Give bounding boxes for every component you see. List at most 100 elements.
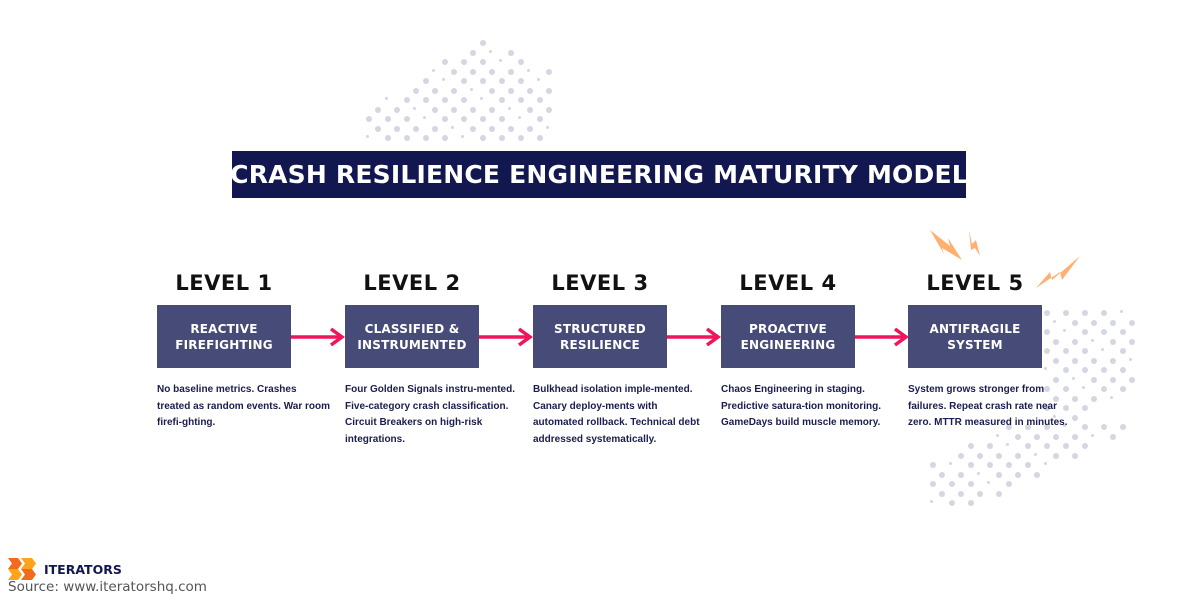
decorative-dot — [518, 59, 524, 65]
decorative-dot — [1063, 443, 1069, 449]
decorative-dot — [1015, 472, 1021, 478]
decorative-dot — [1091, 434, 1094, 437]
decorative-dot — [1072, 320, 1078, 326]
decorative-dot — [1110, 434, 1116, 440]
decorative-dot — [1082, 310, 1088, 316]
decorative-dot — [461, 135, 464, 138]
decorative-dot — [442, 59, 448, 65]
decorative-dot — [987, 481, 990, 484]
decorative-dot — [451, 88, 457, 94]
decorative-dot — [489, 88, 495, 94]
decorative-dot — [1120, 348, 1126, 354]
decorative-dot — [394, 126, 400, 132]
level-1-name: REACTIVE FIREFIGHTING — [175, 321, 273, 353]
decorative-dot — [1082, 443, 1088, 449]
decorative-dot — [1091, 320, 1097, 326]
decorative-dot — [394, 107, 400, 113]
decorative-dot — [470, 107, 476, 113]
lightning-bolt-icon — [966, 230, 982, 256]
decorative-dot — [1110, 320, 1116, 326]
decorative-dot — [1091, 377, 1097, 383]
level-2-heading: LEVEL 2 — [345, 271, 479, 295]
decorative-dot — [1044, 462, 1047, 465]
level-1-heading: LEVEL 1 — [157, 271, 291, 295]
decorative-dot — [442, 135, 448, 141]
decorative-dot — [1072, 358, 1078, 364]
decorative-dot — [461, 78, 467, 84]
decorative-dot — [546, 69, 552, 75]
decorative-dot — [1082, 367, 1088, 373]
decorative-dot — [480, 78, 486, 84]
decorative-dot — [968, 500, 974, 506]
decorative-dot — [432, 88, 438, 94]
decorative-dot — [451, 69, 457, 75]
decorative-dot — [1025, 462, 1031, 468]
decorative-dot — [461, 97, 467, 103]
level-4-box: PROACTIVE ENGINEERING — [721, 305, 855, 368]
decorative-dot — [1072, 434, 1078, 440]
level-3-box: STRUCTURED RESILIENCE — [533, 305, 667, 368]
decorative-dot — [1082, 348, 1088, 354]
decorative-dot — [489, 126, 495, 132]
decorative-dot — [489, 69, 495, 75]
decorative-dot — [518, 116, 521, 119]
decorative-dot — [939, 491, 945, 497]
decorative-dot — [1034, 453, 1037, 456]
level-3-name: STRUCTURED RESILIENCE — [554, 321, 646, 353]
decorative-dot — [366, 135, 369, 138]
brand-name: ITERATORS — [44, 562, 122, 577]
decorative-dot — [1044, 329, 1050, 335]
decorative-dot — [404, 116, 410, 122]
decorative-dot — [499, 116, 505, 122]
decorative-dot — [1129, 339, 1135, 345]
decorative-dot — [1053, 339, 1059, 345]
decorative-dot — [518, 135, 524, 141]
decorative-dot — [968, 443, 974, 449]
decorative-dot — [1101, 329, 1107, 335]
decorative-dot — [546, 88, 552, 94]
decorative-dot — [1006, 481, 1012, 487]
decorative-dot — [537, 97, 543, 103]
decorative-dot — [470, 88, 473, 91]
decorative-dot — [1110, 358, 1116, 364]
decorative-dot — [489, 107, 495, 113]
level-1-box: REACTIVE FIREFIGHTING — [157, 305, 291, 368]
decorative-dot — [1006, 443, 1009, 446]
decorative-dot — [470, 50, 476, 56]
decorative-dot — [413, 126, 419, 132]
decorative-dot — [1110, 377, 1116, 383]
decorative-dot — [1053, 358, 1059, 364]
decorative-dot — [1006, 462, 1012, 468]
decorative-dot — [546, 126, 549, 129]
lightning-bolt-icon — [928, 226, 964, 262]
decorative-dot — [518, 78, 524, 84]
decorative-dot — [1120, 424, 1126, 430]
decorative-dot — [1101, 386, 1107, 392]
decorative-dot — [1034, 434, 1040, 440]
level-3-description: Bulkhead isolation imple-mented. Canary … — [533, 382, 708, 448]
decorative-dot — [1072, 453, 1078, 459]
decorative-dot — [949, 481, 955, 487]
decorative-dot — [527, 69, 530, 72]
decorative-dot — [1015, 434, 1021, 440]
decorative-dot — [958, 453, 964, 459]
arrow-right-icon — [855, 327, 909, 347]
decorative-dot — [1101, 348, 1104, 351]
decorative-dot — [404, 97, 410, 103]
decorative-dot — [508, 126, 514, 132]
decorative-dot — [977, 453, 983, 459]
level-5-name: ANTIFRAGILE SYSTEM — [929, 321, 1020, 353]
title-banner: CRASH RESILIENCE ENGINEERING MATURITY MO… — [232, 151, 966, 198]
decorative-dot — [1063, 367, 1069, 373]
decorative-dot — [1044, 348, 1050, 354]
decorative-dot — [527, 126, 533, 132]
decorative-dot — [1120, 367, 1126, 373]
decorative-dot — [958, 491, 964, 497]
decorative-dot — [1101, 367, 1107, 373]
decorative-dot — [508, 88, 514, 94]
iterators-logo-icon — [8, 558, 38, 580]
decorative-dot — [1120, 310, 1123, 313]
decorative-dot — [1063, 348, 1069, 354]
decorative-dot — [996, 453, 1002, 459]
decorative-dot — [537, 116, 543, 122]
